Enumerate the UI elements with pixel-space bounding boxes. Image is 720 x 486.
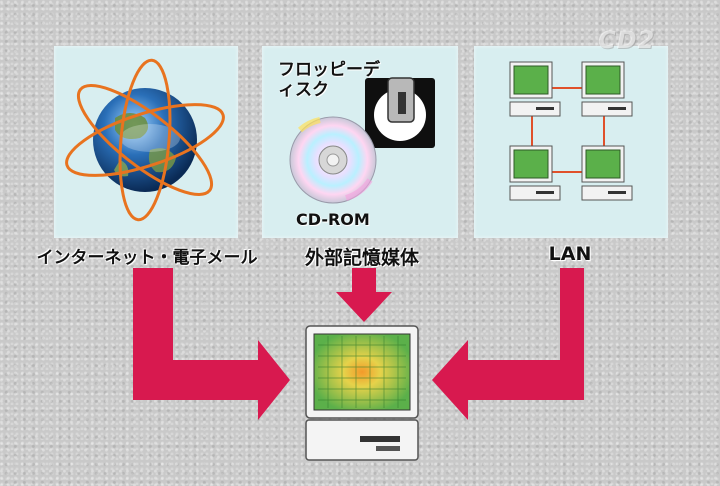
lan-computer-icon <box>581 61 633 117</box>
arrow-from-internet <box>133 268 290 420</box>
orbit-rings <box>65 58 225 222</box>
watermark-logo: CD2 <box>598 26 656 54</box>
floppy-disk-icon <box>365 77 435 148</box>
central-computer-icon <box>305 325 419 461</box>
external-storage-caption: 外部記憶媒体 <box>304 247 419 269</box>
lan-caption: LAN <box>548 243 592 265</box>
lan-panel <box>474 46 668 238</box>
lan-computers <box>509 61 633 201</box>
lan-computer-icon <box>509 145 561 201</box>
floppy-disk-label: フロッピーディスク <box>278 60 380 100</box>
arrow-from-lan <box>432 268 584 420</box>
cd-rom-icon <box>289 116 377 204</box>
arrow-from-media <box>336 268 392 322</box>
lan-computer-icon <box>581 145 633 201</box>
earth-globe-icon <box>93 88 197 192</box>
internet-email-caption: インターネット・電子メール <box>36 248 258 268</box>
lan-computer-icon <box>509 61 561 117</box>
cd-rom-label: CD-ROM <box>296 210 370 229</box>
